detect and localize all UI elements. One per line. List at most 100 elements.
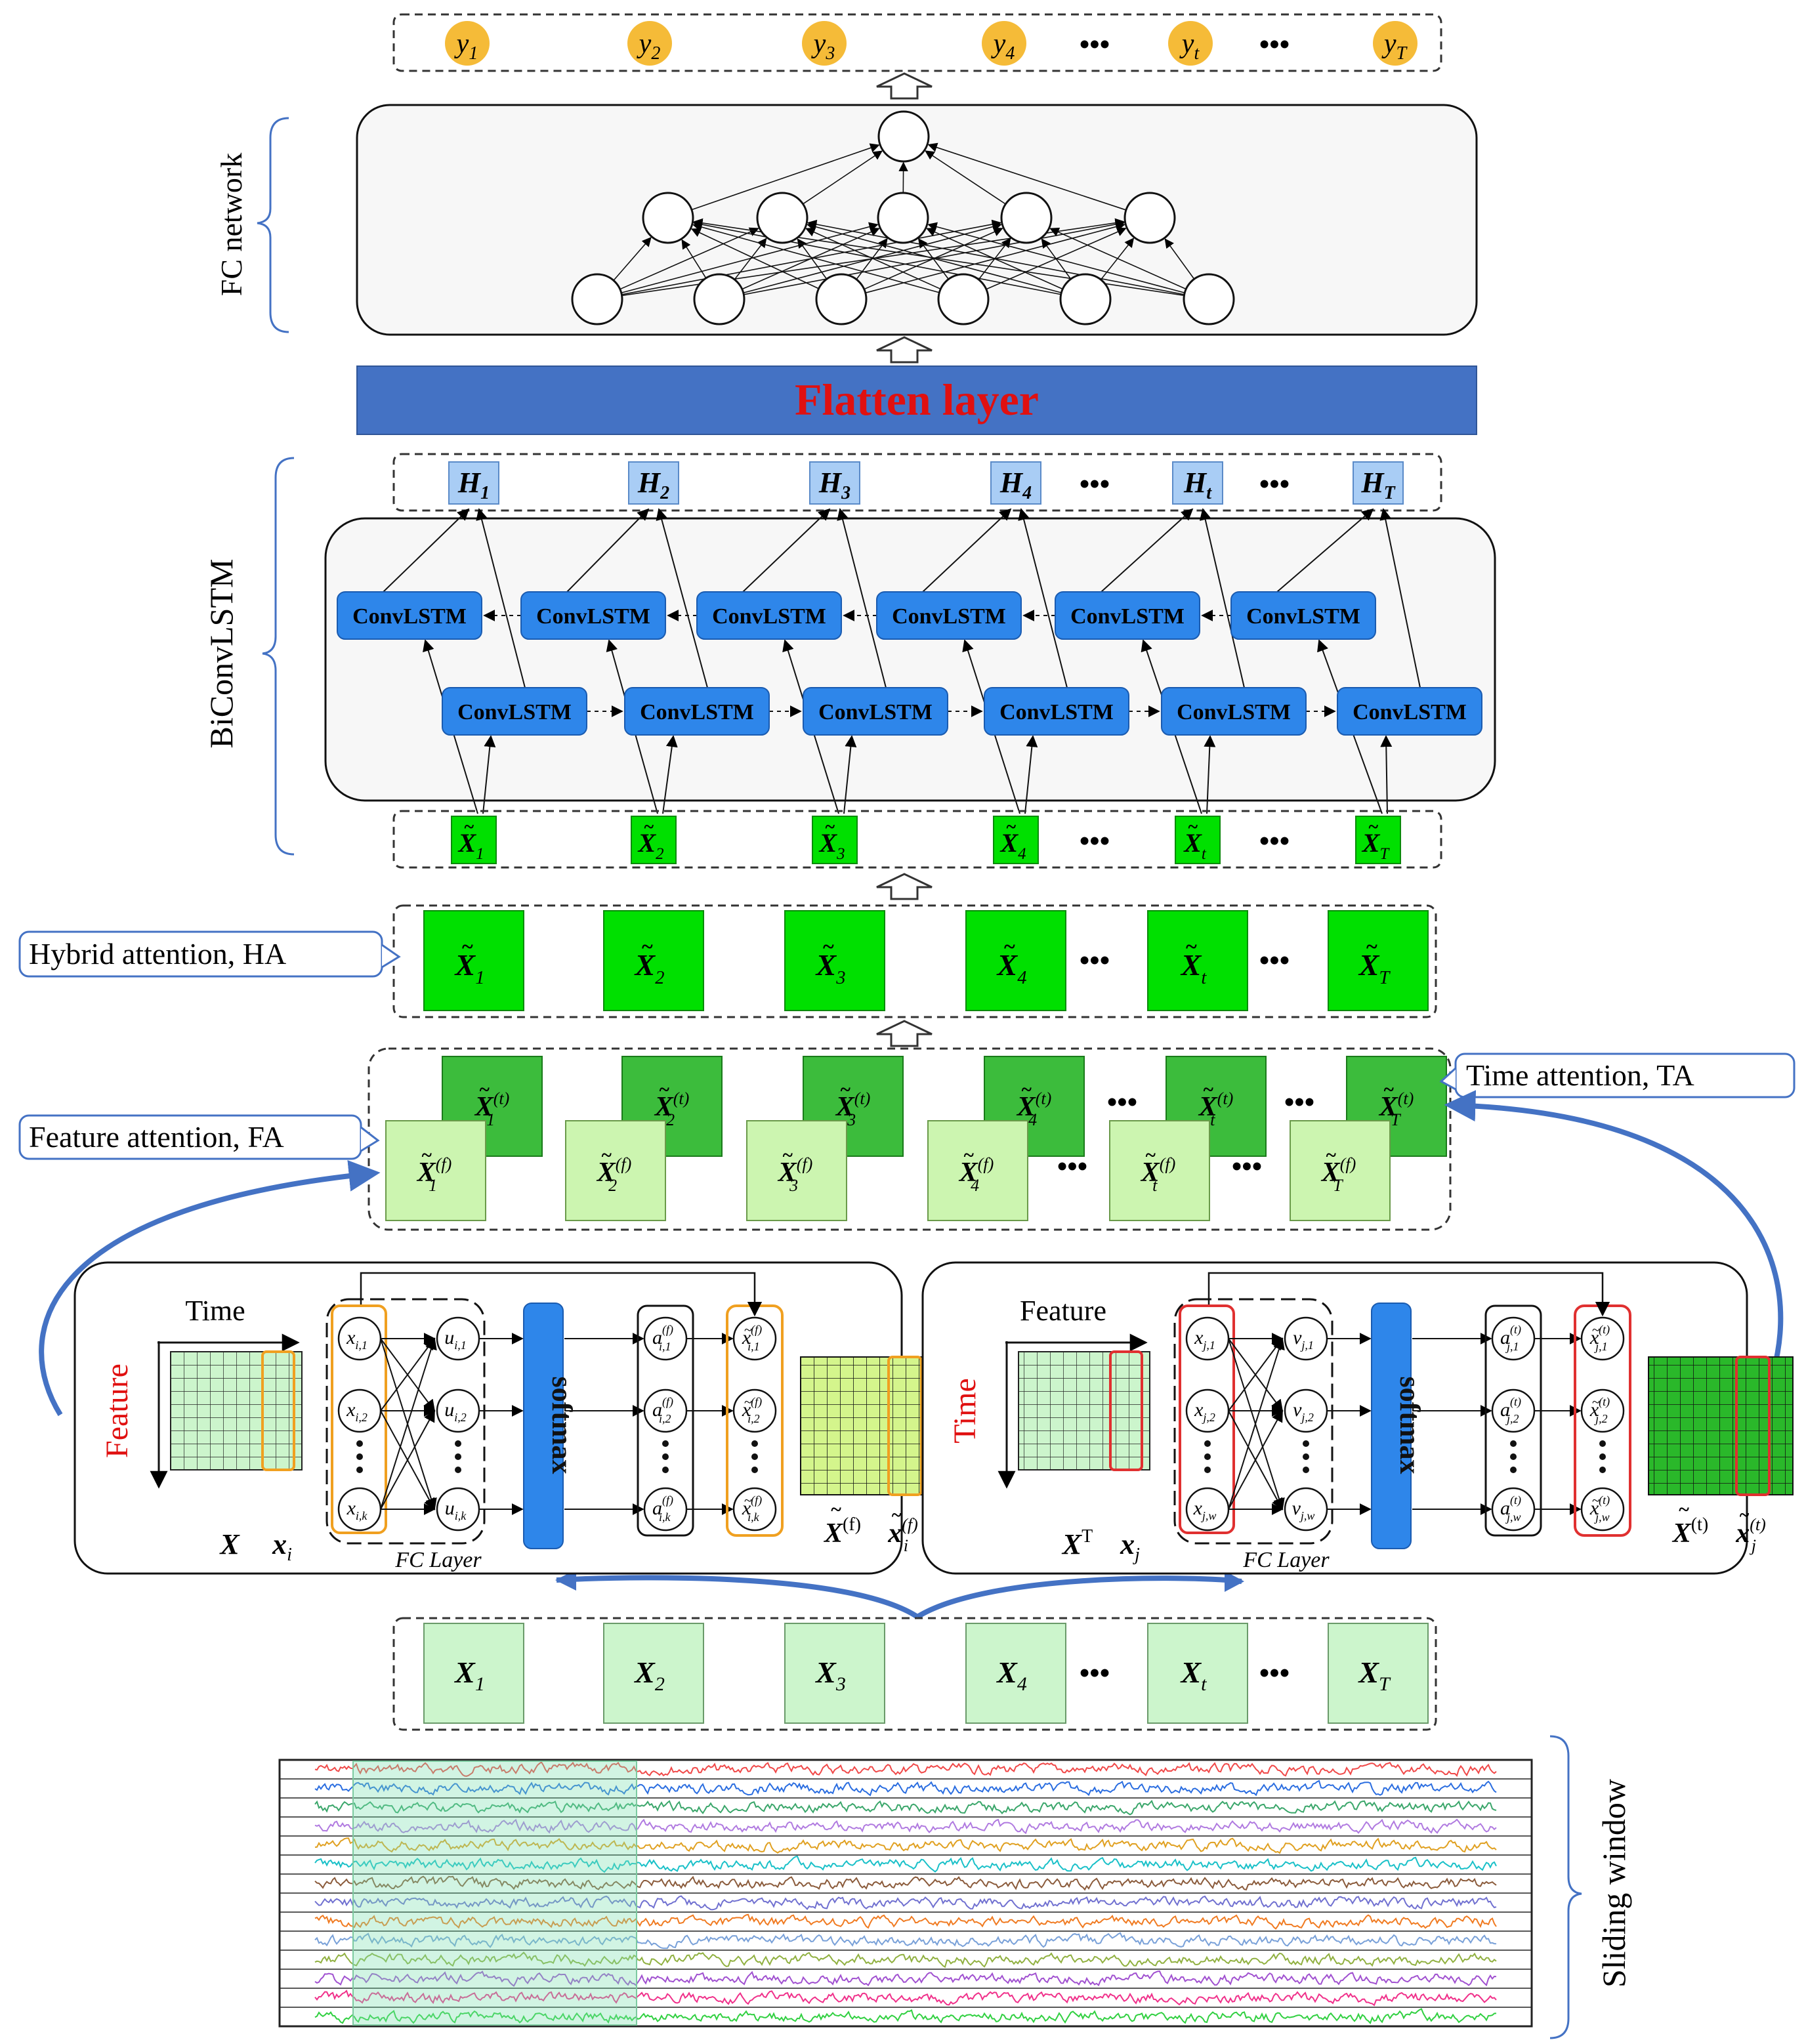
convlstm-edge [662,735,678,814]
vertical-ellipsis-dot [455,1453,461,1460]
weighted-output-node-label: x(f)i,k [742,1493,762,1524]
tilde-mark: ~ [1204,1079,1214,1100]
selected-vector-highlight [261,1350,295,1471]
attended-input-box [1355,816,1401,864]
sliding-window-label: Sliding window [1595,1779,1632,1988]
input-split-right-head [1225,1571,1244,1592]
vertical-ellipsis-dot [751,1453,758,1460]
fc-neuron [937,273,990,325]
vertical-ellipsis-dot [751,1467,758,1473]
convlstm-edge [383,508,470,593]
convlstm-cell-label: ConvLSTM [1177,700,1291,724]
fc-edge [803,150,883,205]
feature-attention-label: X(f)1 [416,1154,452,1195]
convlstm-edge [1101,508,1194,593]
feature-attention-label: X(f)4 [958,1154,994,1195]
hybrid-attention-label: X2 [634,948,665,988]
fa-ellipsis: ••• [1057,1150,1087,1182]
tilde-mark: ~ [465,817,474,837]
tilde-mark: ~ [831,1499,841,1520]
sliding-window-highlight [352,1761,637,2026]
weighted-output-node-label: x(f)i,1 [742,1323,762,1353]
raw-input-block [965,1623,1066,1724]
output-node-circle [627,21,672,66]
input-matrix-grid [170,1351,303,1470]
weighted-output-node-circle [732,1487,777,1532]
convlstm-cell-label: ConvLSTM [536,604,650,629]
vertical-ellipsis-dot [1510,1453,1517,1460]
ta-ellipsis: ••• [1107,1086,1137,1118]
softmax-bar [523,1303,564,1549]
vertical-ellipsis-dot [356,1467,363,1473]
convlstm-edge [1024,735,1038,814]
tilde-mark: ~ [823,934,834,958]
fc-node-label: vj,1 [1293,1327,1314,1352]
tilde-mark: ~ [462,934,473,958]
convlstm-edge [922,508,1012,593]
softmax-label: softmax [546,1376,578,1474]
flatten-layer-label: Flatten layer [795,375,1039,425]
vertical-ellipsis-dot [662,1440,669,1447]
result-vector-highlight [1735,1356,1771,1496]
time-attention-label: X(t)2 [654,1089,690,1129]
raw-input-label: X2 [633,1656,665,1695]
tilde-mark: ~ [480,1079,490,1100]
ta-callout: Time attention, TA [1439,1053,1796,1098]
tilde-mark: ~ [1146,1145,1156,1166]
attended-input-label: X4 [999,828,1026,863]
tilde-mark: ~ [1592,1322,1600,1338]
hybrid-attention-block [784,910,885,1011]
attended-input-label: Xt [1183,828,1207,863]
feature-attention-label: X(f)3 [777,1154,813,1195]
hidden-state-label: H4 [999,467,1032,503]
result-vector-label: x(f)i [887,1515,918,1555]
output-node-circle [802,21,847,66]
ha-ellipsis: ••• [1259,944,1290,976]
tilde-mark: ~ [744,1322,752,1338]
output-node-circle [1373,21,1418,66]
convlstm-edge [1379,508,1421,688]
hidden-ellipsis: ••• [1080,468,1110,500]
hybrid-attention-block [603,910,704,1011]
convlstm-edge [837,508,887,688]
fc-edge [692,220,1061,295]
fc-edge [797,238,828,280]
feature-attention-block [385,1120,486,1221]
result-matrix-label: X(f) [823,1514,861,1549]
input-node-circle [1185,1388,1230,1433]
ta-callout-label: Time attention, TA [1466,1058,1694,1092]
axis-vertical-label: Time [948,1378,982,1444]
time-attention-label: X(t)t [1198,1089,1234,1129]
attention-weight-node-label: a(f)i,2 [652,1395,673,1425]
weighted-output-node-label: x(t)j,1 [1589,1323,1610,1353]
raw-input-block [1147,1623,1248,1724]
raw-input-block [423,1623,524,1724]
fc-neuron [1000,192,1053,244]
hidden-state-label: Ht [1183,467,1212,503]
raw-input-block [1328,1623,1429,1724]
feature-attention-label: X(f)t [1140,1154,1176,1195]
fc-edge [681,239,707,279]
convlstm-edge [742,508,831,593]
raw-input-label: X4 [996,1656,1027,1695]
signal-trace [314,1780,1497,1797]
convlstm-cell [803,687,948,736]
fc-node-label: vj,2 [1293,1399,1314,1424]
hybrid-attention-block [1328,910,1429,1011]
ha-ellipsis: ••• [1080,944,1110,976]
fc-edge [742,227,880,290]
weighted-output-node-label: x(f)i,2 [742,1395,762,1425]
hidden-state-box [1353,461,1404,505]
tilde-mark: ~ [744,1394,752,1410]
weighted-output-node-circle [732,1388,777,1433]
hidden-state-label: H3 [818,467,850,503]
tilde-mark: ~ [1326,1145,1337,1166]
signal-trace [314,1875,1497,1891]
tilde-mark: ~ [744,1492,752,1509]
input-node-label: xj,1 [1194,1327,1215,1352]
output-ellipsis: ••• [1080,28,1110,60]
tilde-mark: ~ [1592,1492,1600,1509]
